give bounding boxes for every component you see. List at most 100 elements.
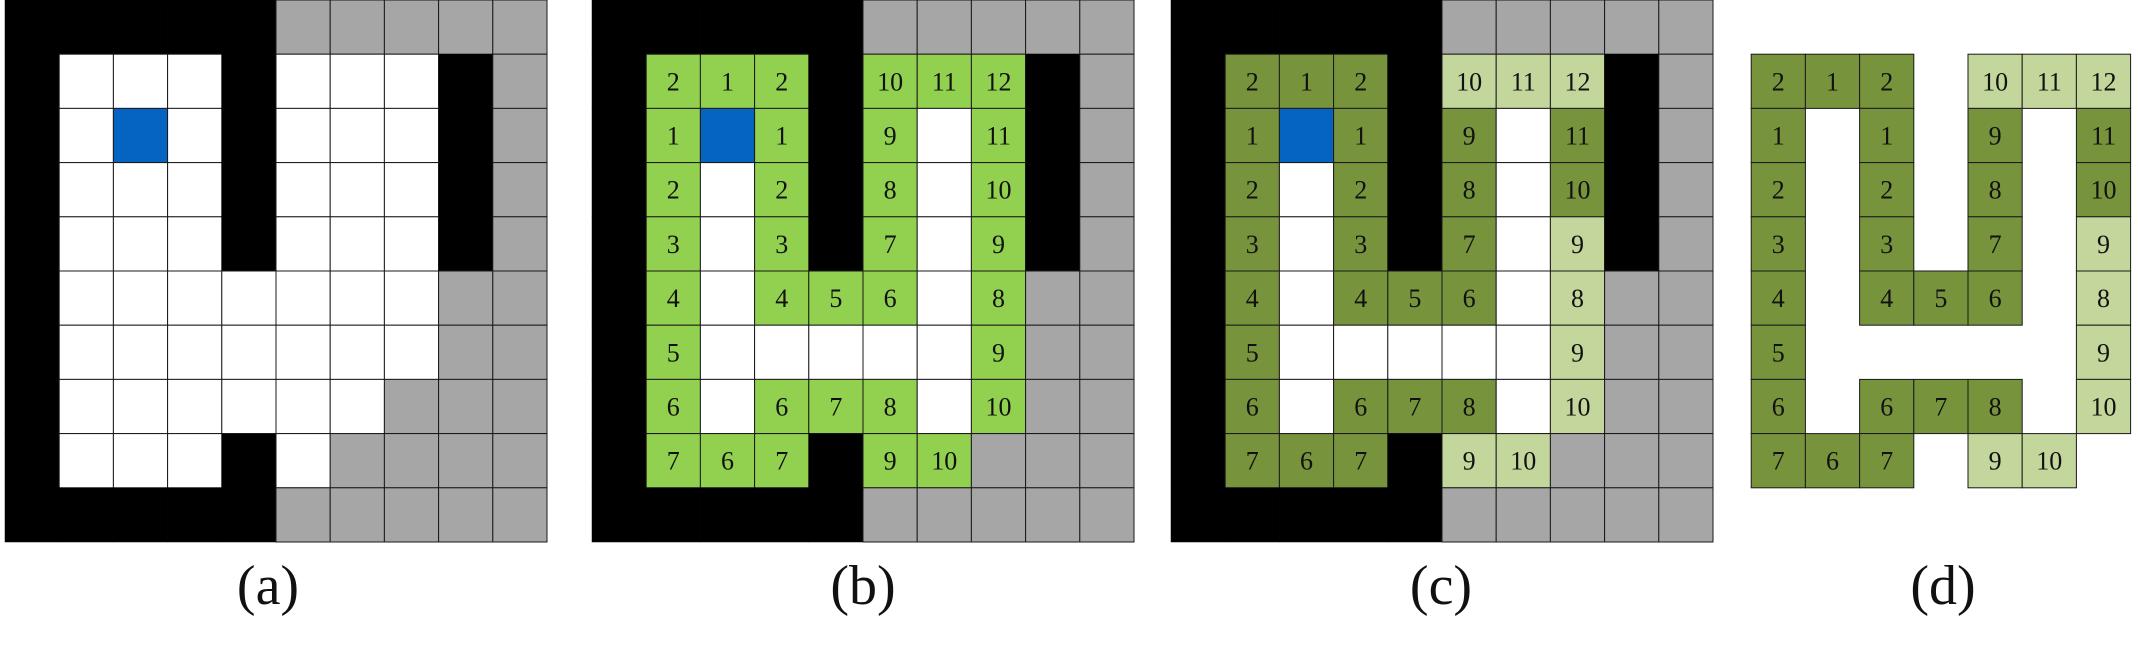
wall-cell <box>1170 216 1226 272</box>
free-cell <box>1495 378 1551 435</box>
cell-number: 6 <box>721 447 734 476</box>
outside-cell <box>1079 216 1135 272</box>
wall-cell <box>1387 216 1443 272</box>
cell-number: 10 <box>1510 447 1536 476</box>
numbered-cell <box>754 216 810 272</box>
wall-cell <box>1387 0 1443 55</box>
numbered-cell <box>1224 433 1280 489</box>
cell-number: 9 <box>1989 447 2002 476</box>
cell-number: 3 <box>1246 230 1259 259</box>
wall-cell <box>167 487 223 543</box>
free-cell <box>221 378 277 435</box>
outside-cell <box>1079 162 1135 218</box>
wall-cell <box>591 487 647 543</box>
wall-cell <box>1170 379 1226 434</box>
free-cell <box>112 270 169 326</box>
free-cell <box>329 162 385 218</box>
outside-cell <box>1025 0 1081 55</box>
numbered-cell <box>2075 216 2132 272</box>
cell-number: 6 <box>1989 284 2002 313</box>
wall-cell <box>1604 53 1660 109</box>
cell-number: 7 <box>1934 393 1947 422</box>
outside-cell <box>383 487 440 543</box>
wall-cell <box>1025 108 1081 163</box>
wall-cell <box>1604 216 1660 272</box>
wall-cell <box>1387 108 1443 163</box>
cell-number: 5 <box>667 338 680 367</box>
cell-number: 10 <box>2036 447 2062 476</box>
outside-cell <box>1604 487 1660 543</box>
free-cell <box>167 216 223 272</box>
outside-cell <box>1079 270 1135 326</box>
numbered-cell <box>2075 162 2132 218</box>
outside-cell <box>1604 433 1660 489</box>
numbered-cell <box>1441 53 1497 109</box>
cell-number: 7 <box>1408 393 1421 422</box>
cell-number: 9 <box>884 122 897 151</box>
wall-cell <box>221 433 277 489</box>
cell-number: 9 <box>1989 122 2002 151</box>
numbered-cell <box>1441 378 1497 435</box>
wall-cell <box>1170 162 1226 218</box>
cell-number: 6 <box>1772 393 1785 422</box>
cell-number: 10 <box>1456 67 1482 96</box>
numbered-cell <box>1859 107 1915 164</box>
cell-number: 1 <box>721 67 734 96</box>
free-cell <box>275 107 331 164</box>
cell-number: 7 <box>1880 447 1893 476</box>
free-cell <box>58 378 114 435</box>
outside-cell <box>492 324 548 380</box>
numbered-cell <box>970 53 1027 109</box>
cell-number: 2 <box>775 67 788 96</box>
panel-a <box>4 0 548 543</box>
cell-number: 10 <box>986 176 1012 205</box>
outside-cell <box>438 0 494 55</box>
outside-cell <box>1604 0 1660 55</box>
wall-cell <box>645 0 701 55</box>
outside-cell <box>862 487 918 543</box>
cell-number: 2 <box>1772 176 1785 205</box>
outside-cell <box>1604 378 1660 435</box>
free-cell <box>58 216 114 272</box>
wall-cell <box>221 108 277 163</box>
outside-cell <box>492 162 548 218</box>
wall-cell <box>808 162 864 218</box>
numbered-cell <box>645 433 701 489</box>
wall-cell <box>591 433 647 489</box>
cell-number: 3 <box>1880 230 1893 259</box>
cell-number: 8 <box>1571 284 1584 313</box>
outside-cell <box>1079 53 1135 109</box>
numbered-cell <box>1495 53 1551 109</box>
cell-number: 7 <box>775 447 788 476</box>
free-cell <box>699 324 756 380</box>
free-cell <box>329 107 385 164</box>
free-cell <box>383 107 440 164</box>
wall-cell <box>4 216 60 272</box>
free-cell <box>916 216 972 272</box>
wall-cell <box>113 0 168 55</box>
cell-number: 8 <box>884 393 897 422</box>
numbered-cell <box>2075 324 2132 380</box>
outside-cell <box>438 487 494 543</box>
wall-cell <box>1279 487 1334 543</box>
free-cell <box>167 433 223 489</box>
free-cell <box>112 433 169 489</box>
outside-cell <box>1658 378 1714 435</box>
free-cell <box>1333 324 1389 380</box>
numbered-cell <box>1967 433 2023 489</box>
numbered-cell <box>1224 270 1280 326</box>
wall-cell <box>438 162 494 218</box>
cell-number: 10 <box>1565 176 1591 205</box>
numbered-cell <box>1333 216 1389 272</box>
free-cell <box>167 162 223 218</box>
cell-number: 2 <box>667 67 680 96</box>
cell-number: 12 <box>2091 67 2117 96</box>
outside-cell <box>1658 53 1714 109</box>
outside-cell <box>1079 107 1135 164</box>
numbered-cell <box>754 270 810 326</box>
numbered-cell <box>970 270 1027 326</box>
free-cell <box>275 324 331 380</box>
outside-cell <box>1441 487 1497 543</box>
outside-cell <box>492 378 548 435</box>
cell-number: 2 <box>1246 67 1259 96</box>
